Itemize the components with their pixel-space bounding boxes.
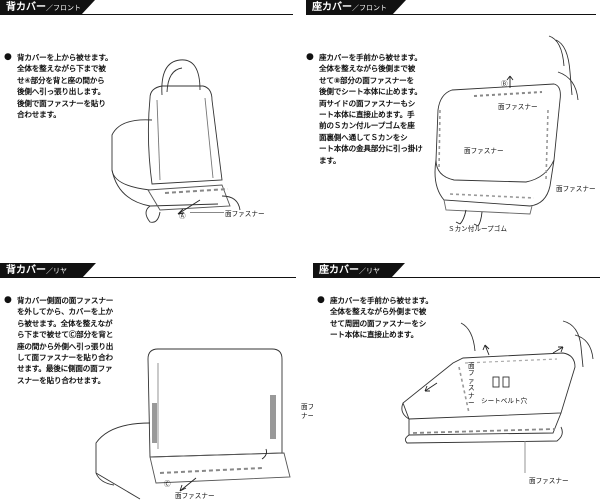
header-rule [306,14,596,15]
panel-header: 背カバー／リヤ [0,263,96,278]
mark-c: Ⓒ [164,480,171,488]
label-seatbelt-hole: シートベルト穴 [481,397,528,405]
panel-title: 背カバー [6,2,46,13]
panel-title: 座カバー [312,2,352,13]
panel-subtitle: ／リヤ [46,267,67,275]
header-rule [313,277,600,278]
panel-title: 座カバー [319,265,359,276]
panel-header: 座カバー／リヤ [313,263,405,278]
label-fastener-front: 面ファスナー [556,185,596,193]
bullet-dot: ● [317,295,325,305]
leader-line [190,212,224,213]
panel-seat-cover-rear: 座カバー／リヤ ● 座カバーを手前から被せます。 全体を整えながら外側まで被 せ… [313,263,600,502]
bullet-dot: ● [306,52,314,62]
front-seat-cushion-illustration [434,35,579,227]
panel-back-cover-front: 背カバー／フロント ● 背カバーを上から被せます。 全体を整えながら下まで被 せ… [0,0,293,240]
instruction-text: 背カバー側面の面ファスナー を外してから、カバーを上か ら被せます。全体を整えな… [17,296,114,385]
instruction-text: 背カバーを上から被せます。 全体を整えながら下まで被 せ④部分を背と座の間から … [17,53,113,120]
label-fastener-bottom: 面ファスナー [529,477,569,485]
panel-subtitle: ／フロント [352,4,387,12]
bullet-dot: ● [4,295,12,305]
rear-seat-back-illustration [95,348,291,500]
instruction-text: 座カバーを手前から被せます。 全体を整えながら外側まで被 せて周囲の面ファスナー… [330,296,433,340]
mark-b: Ⓑ [501,80,508,88]
panel-header: 座カバー／フロント [306,0,406,15]
label-fastener: 面ファスナー [175,492,215,500]
panel-back-cover-rear: 背カバー／リヤ ● 背カバー側面の面ファスナー を外してから、カバーを上か ら被… [0,263,327,502]
panel-seat-cover-front: 座カバー／フロント ● 座カバーを手前から被せます。 全体を整えながら後側まで被… [306,0,600,240]
label-fastener-side: 面ファスナー [464,147,504,155]
rear-seat-cushion-illustration [401,320,594,473]
front-seat-back-illustration [111,59,241,223]
label-fastener-vertical: 面ファスナー [468,362,475,408]
bullet-dot: ● [4,52,12,62]
label-fastener: 面ファスナー [225,210,265,218]
mark-a: Ⓐ [179,212,186,220]
panel-subtitle: ／フロント [46,4,81,12]
panel-subtitle: ／リヤ [359,267,380,275]
instruction-text: 座カバーを手前から被せます。 全体を整えながら後側まで被 せて⑧部分の面ファスナ… [319,53,423,165]
header-rule [0,277,296,278]
label-fastener-top: 面ファスナー [498,103,538,111]
label-loop-rubber: Ｓカン付ループゴム [448,225,507,233]
header-rule [0,14,293,15]
panel-title: 背カバー [6,265,46,276]
panel-header: 背カバー／フロント [0,0,95,15]
